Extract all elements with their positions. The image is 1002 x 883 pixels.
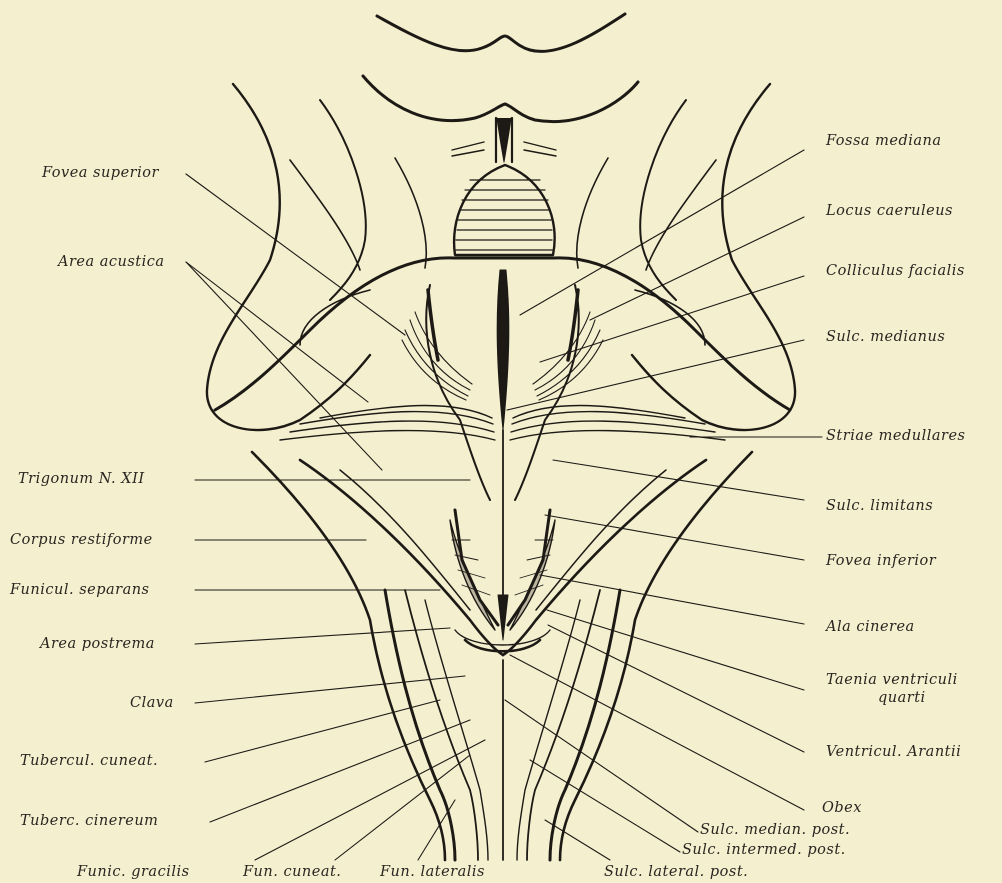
label-fun-lateralis: Fun. lateralis [380,864,485,881]
label-clava: Clava [130,695,174,712]
eminentia-left [426,285,490,500]
eminentia-right [515,285,579,500]
label-tuberc-cinereum: Tuberc. cinereum [20,813,158,830]
label-ala-cinerea: Ala cinerea [826,619,915,636]
calamus-right [503,460,706,655]
left-peduncle-inner [320,100,366,300]
label-fovea-superior: Fovea superior [42,165,159,182]
top-cut-edge-lower [363,76,638,122]
left-peduncle-outer [207,84,370,430]
calamus-left [300,460,503,655]
medulla-left-outline [252,452,445,860]
label-taenia-line2: quarti [878,690,926,707]
label-taenia-line1: Taenia ventriculi [826,672,958,689]
label-area-acustica: Area acustica [58,254,165,271]
top-cut-edge-upper [377,14,625,51]
label-ventricul-arantii: Ventricul. Arantii [826,744,961,761]
medulla-right-outline [560,452,752,860]
label-colliculus-facialis: Colliculus facialis [826,263,965,280]
label-fossa-mediana: Fossa mediana [826,133,942,150]
label-fun-cuneat: Fun. cuneat. [243,864,341,881]
label-obex: Obex [822,800,862,817]
label-locus-caeruleus: Locus caeruleus [826,203,953,220]
left-recess [300,290,370,345]
label-sulc-median-post: Sulc. median. post. [700,822,850,839]
label-sulc-medianus: Sulc. medianus [826,329,945,346]
label-fovea-inferior: Fovea inferior [826,553,936,570]
right-recess [635,290,705,345]
label-striae-medullares: Striae medullares [826,428,966,445]
label-funicul-separans: Funicul. separans [10,582,150,599]
median-sulcus [497,270,509,430]
label-tubercul-cuneat: Tubercul. cuneat. [20,753,158,770]
label-sulc-intermed-post: Sulc. intermed. post. [682,842,846,859]
label-corpus-restiforme: Corpus restiforme [10,532,153,549]
label-area-postrema: Area postrema [40,636,155,653]
label-sulc-limitans: Sulc. limitans [826,498,933,515]
label-sulc-lateral-post: Sulc. lateral. post. [604,864,748,881]
fossa-boundary [215,258,455,410]
right-peduncle-inner [640,100,686,300]
right-peduncle-outer [632,84,795,430]
label-funic-gracilis: Funic. gracilis [77,864,190,881]
label-trigonum: Trigonum N. XII [18,471,145,488]
